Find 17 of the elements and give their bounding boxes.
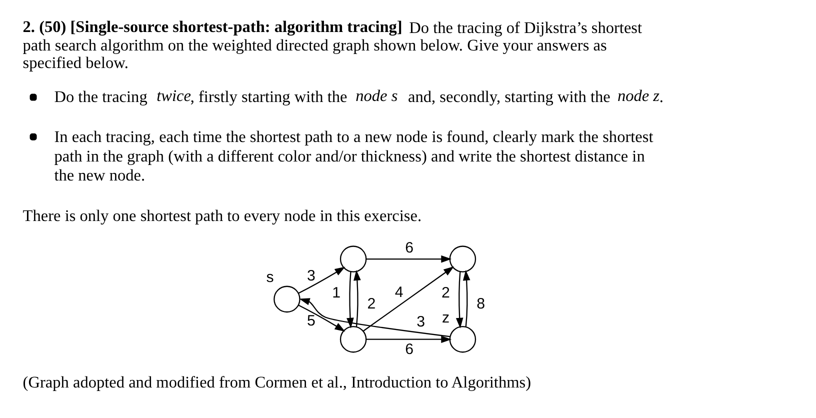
label: In each tracing, each time the shortest path to a new node is found, clearly mark the shortest path in the graph (with a different color and/or thickness) and write the shortest distance in the new node.: [54, 126, 654, 185]
edge-label: 3: [416, 314, 426, 331]
caption: (Graph adopted and modified from Cormen et al., Introduction to Algorithms): [22, 372, 532, 392]
edge-label: 1: [332, 284, 341, 302]
edge-label: 4: [394, 284, 404, 301]
node-label: s: [266, 269, 274, 286]
edge-label: 5: [307, 312, 316, 330]
label: There is only one shortest path to every node in this exercise.: [22, 206, 422, 225]
edge-label: 2: [442, 284, 450, 302]
edge-label: 2: [367, 296, 376, 312]
label: Do the tracing twice, firstly starting with the node s and, secondly, starting with the node z.: [54, 86, 664, 106]
node-label: z: [442, 309, 450, 326]
edge-label: 6: [405, 240, 414, 257]
edge-label: 3: [307, 268, 316, 285]
edge-label: 6: [405, 340, 414, 358]
edge-label: 8: [476, 296, 486, 312]
diagram-title: 2. (50) [Single-source shortest-path: algorithm tracing] Do the tracing of Dijkstra’s shortest path search algorithm on the weighted directed graph shown below. Give your answers as specified below.: [22, 16, 642, 72]
